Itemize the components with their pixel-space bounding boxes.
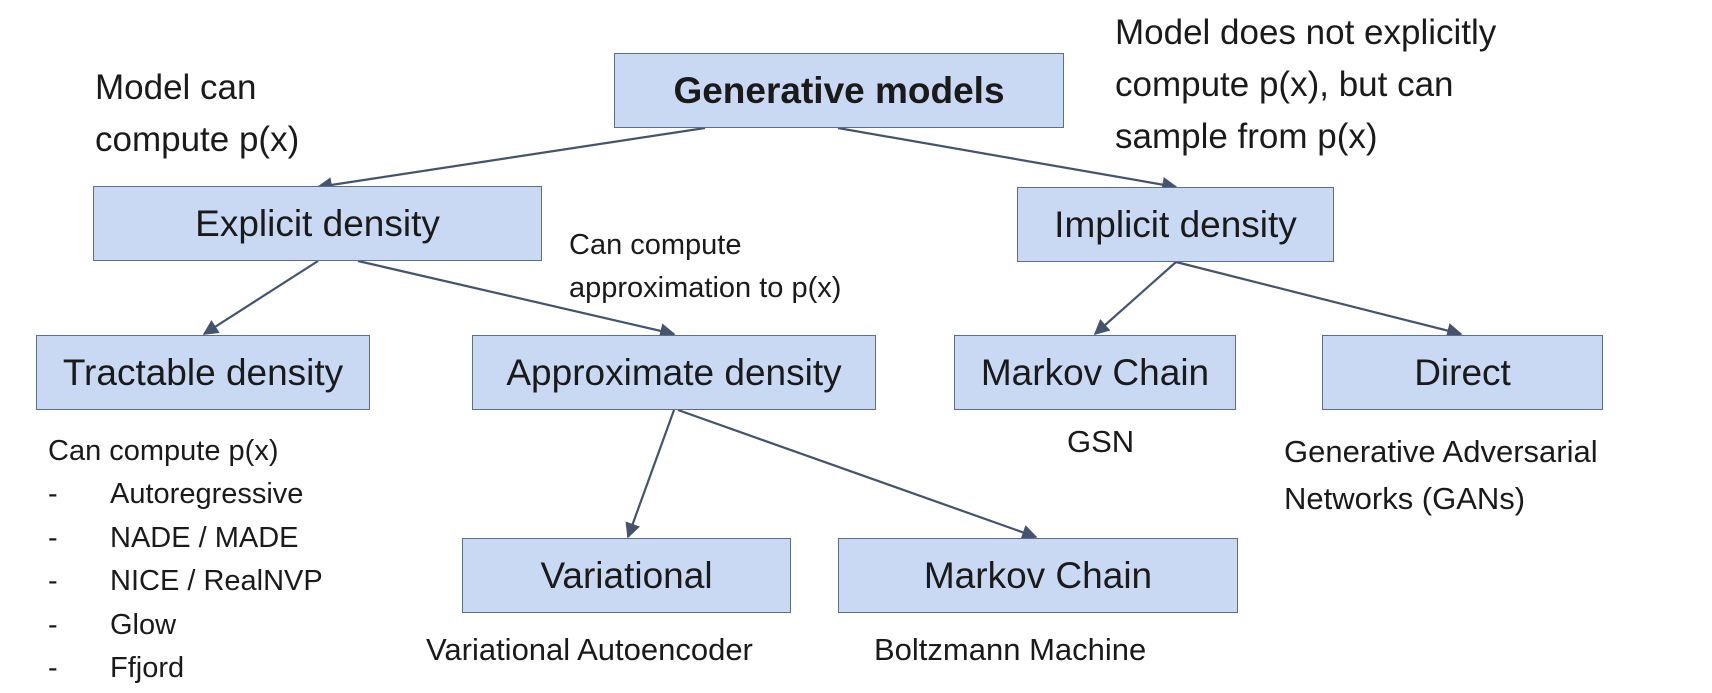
edge-root-to-explicit	[316, 126, 706, 193]
caption-vae: Variational Autoencoder	[426, 632, 753, 667]
edge-explicit-to-approximate	[357, 259, 676, 339]
tractable-methods-list: Can compute p(x) - Autoregressive - NADE…	[48, 430, 323, 691]
node-variational: Variational	[462, 538, 791, 613]
caption-gsn: GSN	[1067, 424, 1135, 459]
list-item-label: Ffjord	[110, 652, 185, 684]
node-direct: Direct	[1322, 335, 1603, 410]
list-bullet: -	[48, 521, 58, 554]
list-item-label: NADE / MADE	[110, 521, 299, 554]
node-markov-chain-implicit: Markov Chain	[954, 335, 1236, 410]
list-item-label: Autoregressive	[110, 478, 304, 510]
caption-gans-line: Networks (GANs)	[1284, 481, 1526, 516]
annotation-explicit: Model can compute p(x)	[95, 62, 299, 166]
annotation-implicit-line: sample from p(x)	[1115, 117, 1378, 156]
annotation-explicit-line: compute p(x)	[95, 120, 300, 159]
edge-approximate-to-markov	[677, 408, 1038, 540]
node-explicit-density: Explicit density	[93, 186, 542, 261]
annotation-approximation-line: approximation to p(x)	[569, 272, 842, 304]
edge-implicit-to-direct	[1175, 260, 1463, 339]
node-implicit-density: Implicit density	[1017, 187, 1334, 262]
caption-gans: Generative Adversarial Networks (GANs)	[1284, 428, 1598, 522]
node-generative-models: Generative models	[614, 53, 1064, 128]
caption-gans-line: Generative Adversarial	[1284, 434, 1598, 469]
node-approximate-density: Approximate density	[472, 335, 876, 410]
list-item-label: NICE / RealNVP	[110, 565, 323, 597]
tractable-list-header: Can compute p(x)	[48, 435, 279, 467]
list-item: - NICE / RealNVP	[48, 560, 323, 604]
edge-approximate-to-variational	[625, 409, 676, 539]
annotation-implicit-line: Model does not explicitly	[1115, 13, 1497, 52]
list-item-label: Glow	[110, 608, 177, 641]
annotation-approximation: Can compute approximation to p(x)	[569, 224, 841, 310]
caption-boltzmann: Boltzmann Machine	[874, 632, 1147, 667]
edge-root-to-implicit	[837, 126, 1178, 193]
annotation-explicit-line: Model can	[95, 68, 257, 107]
list-item: - NADE / MADE	[48, 517, 323, 561]
annotation-approximation-line: Can compute	[569, 229, 742, 261]
node-tractable-density: Tractable density	[36, 335, 370, 410]
node-markov-chain-approx: Markov Chain	[838, 538, 1238, 613]
list-bullet: -	[48, 608, 58, 641]
edge-explicit-to-tractable	[202, 260, 319, 335]
list-item: - Glow	[48, 604, 323, 648]
annotation-implicit-line: compute p(x), but can	[1115, 65, 1454, 104]
list-bullet: -	[48, 565, 58, 597]
list-bullet: -	[48, 478, 58, 510]
edge-implicit-to-markov	[1093, 261, 1177, 336]
list-item: - Ffjord	[48, 647, 323, 691]
list-item: - Autoregressive	[48, 473, 323, 517]
annotation-implicit: Model does not explicitly compute p(x), …	[1115, 7, 1496, 163]
list-bullet: -	[48, 652, 58, 684]
